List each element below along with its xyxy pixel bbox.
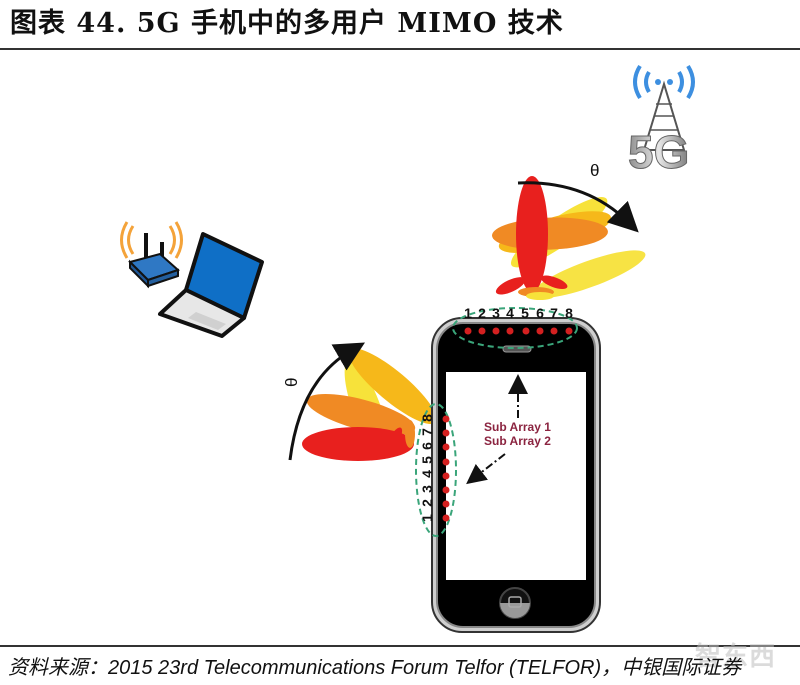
- smartphone-icon: [431, 317, 601, 633]
- source-note: 资料来源：2015 23rd Telecommunications Forum …: [8, 657, 742, 679]
- mu-mimo-diagram: 5G θ θ: [0, 50, 800, 645]
- speaker-grille: [502, 345, 532, 353]
- antenna-number: 3: [419, 485, 435, 493]
- 5g-label: 5G: [628, 126, 689, 178]
- sub-array-1-label: Sub Array 1: [484, 420, 551, 434]
- antenna-number: 1: [464, 305, 472, 321]
- laptop-icon: [158, 232, 264, 338]
- side-antenna-array: 1 2 3 4 5 6 7 8: [415, 403, 457, 537]
- antenna-number: 8: [565, 305, 573, 321]
- sub-array-2-label: Sub Array 2: [484, 434, 551, 448]
- sub-array-arrows: Sub Array 1 Sub Array 2: [466, 374, 551, 485]
- antenna-number: 7: [419, 428, 435, 436]
- watermark: 智东西: [695, 642, 777, 672]
- beam-pattern-top-icon: θ: [492, 161, 646, 300]
- sub-array-2-boundary: [415, 403, 457, 537]
- top-antenna-array: 1 2 3 4 5 6 7 8: [452, 305, 578, 349]
- antenna-number: 5: [521, 305, 529, 321]
- antenna-number: 7: [550, 305, 558, 321]
- sub-array-1-boundary: [452, 307, 578, 349]
- antenna-number: 8: [419, 414, 435, 422]
- 5g-tower-icon: 5G: [628, 64, 695, 179]
- title-divider: [0, 48, 800, 50]
- antenna-number: 5: [419, 456, 435, 464]
- antenna-number: 2: [478, 305, 486, 321]
- source-divider: [0, 645, 800, 647]
- figure-title: 图表 44. 5G 手机中的多用户 MIMO 技术: [10, 8, 564, 39]
- antenna-number: 4: [419, 470, 435, 478]
- antenna-number: 4: [506, 305, 514, 321]
- wifi-router-icon: [120, 221, 183, 289]
- antenna-number: 6: [419, 442, 435, 450]
- antenna-number: 6: [536, 305, 544, 321]
- theta-top-label: θ: [590, 161, 599, 180]
- antenna-number: 2: [419, 499, 435, 507]
- theta-left-label: θ: [282, 378, 301, 387]
- beam-pattern-left-icon: θ: [282, 342, 437, 461]
- antenna-number: 3: [492, 305, 500, 321]
- antenna-number: 1: [419, 514, 435, 522]
